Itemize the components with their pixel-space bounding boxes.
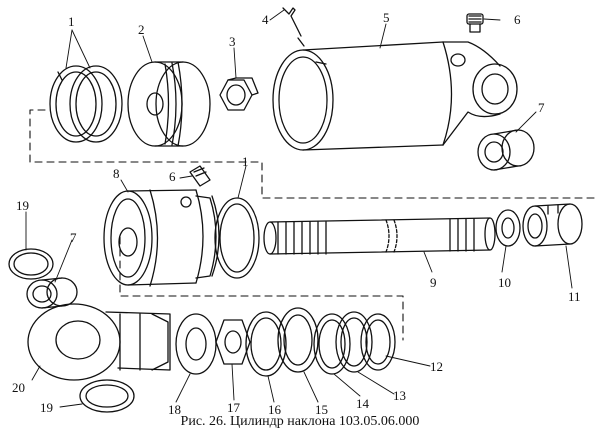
callout-13: 13 bbox=[393, 388, 406, 403]
figure-caption: Рис. 26. Цилиндр наклона 103.05.06.000 bbox=[180, 414, 420, 429]
callout-1-head: 1 bbox=[242, 154, 249, 169]
callout-15: 15 bbox=[315, 402, 328, 417]
part-8-cylinder-head bbox=[103, 189, 220, 287]
leader-lines bbox=[25, 9, 573, 408]
callout-7-eye: 7 bbox=[70, 230, 77, 245]
callout-6-top: 6 bbox=[514, 12, 521, 27]
part-4-pin bbox=[282, 7, 305, 47]
callout-2: 2 bbox=[138, 22, 145, 37]
callout-7-top: 7 bbox=[538, 100, 545, 115]
callout-12: 12 bbox=[430, 359, 443, 374]
callout-9: 9 bbox=[430, 275, 437, 290]
callout-numbers: 1 2 3 4 5 6 7 8 6 1 19 7 9 10 11 20 19 1… bbox=[12, 10, 581, 417]
part-20-rod-eye bbox=[27, 303, 171, 381]
callout-5: 5 bbox=[383, 10, 390, 25]
callout-3: 3 bbox=[229, 34, 236, 49]
callout-18: 18 bbox=[168, 402, 181, 417]
part-17-hex-nut bbox=[215, 319, 251, 365]
callout-8: 8 bbox=[113, 166, 120, 181]
callout-19-bottom: 19 bbox=[40, 400, 53, 415]
part-7-bushing bbox=[477, 129, 535, 171]
assembly-guide-lines bbox=[29, 109, 596, 341]
callout-14: 14 bbox=[356, 396, 370, 411]
callout-10: 10 bbox=[498, 275, 511, 290]
part-1-split-rings bbox=[49, 65, 123, 143]
part-3-hex-nut bbox=[219, 77, 259, 111]
callout-1-top: 1 bbox=[68, 14, 75, 29]
callout-19-top: 19 bbox=[16, 198, 29, 213]
part-14-cuff bbox=[313, 313, 351, 375]
callout-16: 16 bbox=[268, 402, 282, 417]
callout-4: 4 bbox=[262, 12, 269, 27]
part-6-grease-fitting bbox=[466, 13, 484, 33]
part-19-retaining-ring bbox=[8, 248, 54, 280]
part-5-cylinder-body bbox=[272, 41, 518, 151]
part-16-split-ring bbox=[245, 311, 287, 377]
part-19-retaining-ring-lower bbox=[79, 379, 135, 413]
callout-6-head: 6 bbox=[169, 169, 176, 184]
part-2-piston bbox=[127, 61, 211, 147]
part-15-seal-ring bbox=[277, 307, 319, 373]
part-18-washer bbox=[175, 313, 217, 375]
part-11-castle-nut bbox=[522, 203, 583, 247]
part-1-ring-head bbox=[214, 197, 260, 279]
part-6-grease-fitting-head bbox=[189, 165, 211, 187]
callout-20: 20 bbox=[12, 380, 25, 395]
callout-11: 11 bbox=[568, 289, 581, 304]
part-9-piston-rod bbox=[263, 217, 496, 255]
part-13-ring bbox=[335, 311, 373, 373]
callout-17: 17 bbox=[227, 400, 241, 415]
part-12-seal bbox=[360, 313, 396, 371]
part-7-bushing-eye bbox=[26, 277, 78, 309]
part-10-washer bbox=[495, 209, 521, 247]
